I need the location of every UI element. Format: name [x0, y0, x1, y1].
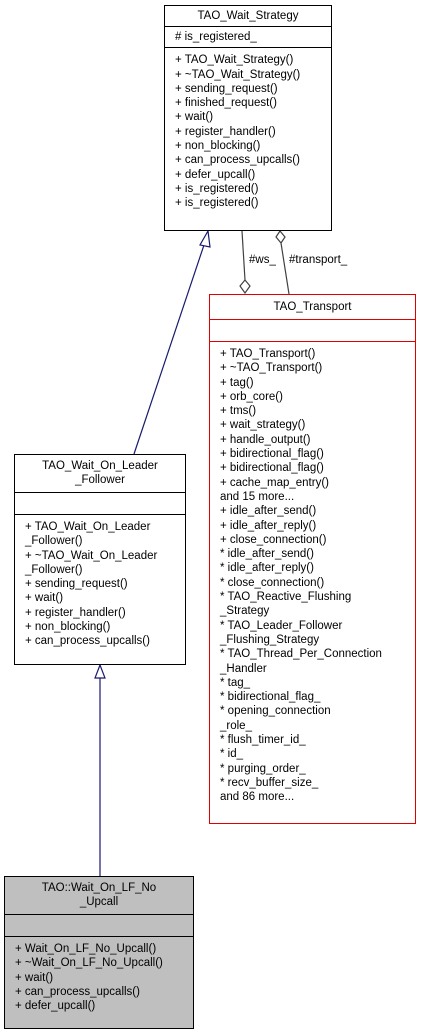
- method: + tms(): [220, 405, 257, 418]
- method: + finished_request(): [175, 97, 277, 110]
- ws-diamond: [239, 279, 251, 295]
- attribute: * recv_buffer_size_: [220, 776, 319, 789]
- method: + ~TAO_Wait_Strategy(): [175, 68, 301, 81]
- method: + wait_strategy(): [220, 419, 306, 432]
- method: + wait(): [15, 971, 54, 984]
- attribute: * purging_order_: [220, 762, 306, 775]
- methods-section: + Wait_On_LF_No_Upcall() + ~Wait_On_LF_N…: [5, 937, 193, 1016]
- class-title: TAO_Transport: [210, 295, 415, 320]
- transport-diamond: [275, 229, 286, 245]
- method: + wait(): [25, 592, 64, 605]
- method: _Strategy: [220, 605, 270, 618]
- method: _Follower(): [25, 535, 83, 548]
- class-name-continuation: _Upcall: [79, 896, 119, 908]
- method: + non_blocking(): [25, 621, 111, 634]
- attributes-section: [210, 320, 415, 342]
- method: + is_registered(): [175, 197, 259, 210]
- method: + can_process_upcalls(): [25, 635, 150, 648]
- method: + orb_core(): [220, 390, 283, 403]
- transport-edge-label: #transport_: [289, 254, 348, 266]
- method: + can_process_upcalls(): [15, 985, 140, 998]
- method: + sending_request(): [175, 82, 278, 95]
- method: * idle_after_reply(): [220, 562, 314, 575]
- methods-section: + TAO_Wait_Strategy() + ~TAO_Wait_Strate…: [165, 48, 331, 213]
- method: + handle_output(): [220, 433, 311, 446]
- method: + close_connection(): [220, 533, 327, 546]
- method: + can_process_upcalls(): [175, 154, 300, 167]
- attribute: * bidirectional_flag_: [220, 691, 321, 704]
- method: + cache_map_entry(): [220, 476, 329, 489]
- ws-edge-label: #ws_: [249, 254, 276, 266]
- method: + ~TAO_Wait_On_Leader: [25, 549, 158, 562]
- method: _Flushing_Strategy: [220, 633, 320, 646]
- more-methods: and 15 more...: [220, 490, 295, 503]
- method: + register_handler(): [175, 125, 276, 138]
- attribute: * flush_timer_id_: [220, 734, 306, 747]
- methods-section: + TAO_Wait_On_Leader _Follower() + ~TAO_…: [15, 515, 185, 652]
- method: + ~Wait_On_LF_No_Upcall(): [15, 957, 163, 970]
- method: * close_connection(): [220, 576, 325, 589]
- method: _Handler: [220, 662, 267, 675]
- class-name-continuation: _Follower: [75, 474, 125, 486]
- class-name: TAO_Wait_On_Leader: [42, 460, 158, 472]
- method: + sending_request(): [25, 578, 128, 591]
- method: + register_handler(): [25, 606, 126, 619]
- inheritance-arrowhead-leader-follower: [94, 663, 106, 679]
- attribute: * tag_: [220, 676, 251, 689]
- attributes-section: [5, 915, 193, 937]
- method: + is_registered(): [175, 182, 259, 195]
- method: _Follower(): [25, 563, 83, 576]
- attribute: _role_: [220, 719, 252, 732]
- inheritance-arrowhead-wait-strategy: [199, 229, 211, 248]
- method: + idle_after_reply(): [220, 519, 317, 532]
- methods-section: + TAO_Transport() + ~TAO_Transport() + t…: [210, 342, 415, 808]
- method: + defer_upcall(): [15, 1000, 96, 1013]
- association-edge-ws: [241, 230, 246, 281]
- method: + tag(): [220, 376, 254, 389]
- class-title: TAO_Wait_On_Leader _Follower: [15, 455, 185, 493]
- class-name: TAO_Wait_Strategy: [197, 10, 299, 22]
- attribute: # is_registered_: [175, 31, 257, 43]
- method: + non_blocking(): [175, 140, 261, 153]
- method: * TAO_Reactive_Flushing: [220, 591, 352, 604]
- method: + bidirectional_flag(): [220, 448, 324, 461]
- method: * TAO_Leader_Follower: [220, 619, 343, 632]
- method: + TAO_Transport(): [220, 348, 316, 360]
- association-edge-transport: [280, 242, 290, 295]
- attributes-section: [15, 493, 185, 515]
- more-attributes: and 86 more...: [220, 791, 295, 804]
- attribute: * opening_connection: [220, 705, 331, 718]
- method: * idle_after_send(): [220, 548, 314, 561]
- method: + Wait_On_LF_No_Upcall(): [15, 943, 157, 955]
- attribute: * id_: [220, 748, 244, 761]
- method: + ~TAO_Transport(): [220, 362, 323, 375]
- class-title: TAO::Wait_On_LF_No _Upcall: [5, 877, 193, 915]
- method: + TAO_Wait_On_Leader: [25, 521, 151, 533]
- inheritance-edge-leader-follower: [133, 241, 206, 455]
- class-wait-strategy[interactable]: TAO_Wait_Strategy # is_registered_ + TAO…: [164, 5, 332, 231]
- method: + TAO_Wait_Strategy(): [175, 54, 294, 67]
- class-title: TAO_Wait_Strategy: [165, 6, 331, 27]
- method: + idle_after_send(): [220, 505, 317, 518]
- class-wait-on-leader-follower[interactable]: TAO_Wait_On_Leader _Follower + TAO_Wait_…: [14, 454, 186, 665]
- class-transport[interactable]: TAO_Transport + TAO_Transport() + ~TAO_T…: [209, 294, 416, 824]
- class-name: TAO_Transport: [273, 301, 352, 313]
- class-name: TAO::Wait_On_LF_No: [41, 882, 157, 894]
- method: * TAO_Thread_Per_Connection: [220, 648, 382, 661]
- method: + defer_upcall(): [175, 168, 256, 181]
- class-wait-on-lf-no-upcall[interactable]: TAO::Wait_On_LF_No _Upcall + Wait_On_LF_…: [4, 876, 194, 1029]
- method: + bidirectional_flag(): [220, 462, 324, 475]
- attributes-section: # is_registered_: [165, 27, 331, 49]
- method: + wait(): [175, 111, 214, 124]
